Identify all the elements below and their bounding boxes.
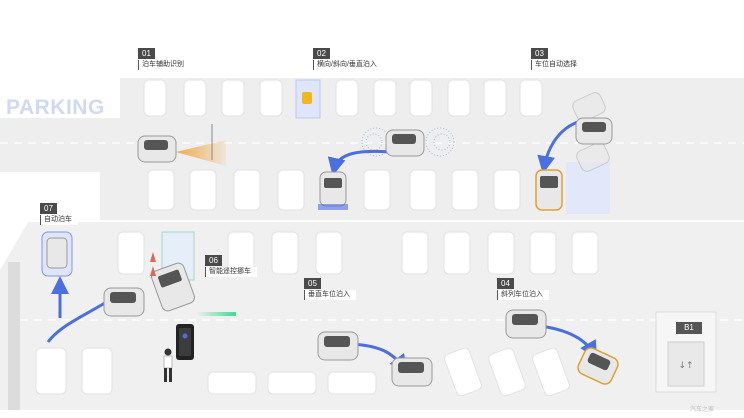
feature-number: 06: [205, 255, 222, 266]
feature-label-07: 07 自动泊车: [40, 203, 78, 225]
wheelchair-sign: [302, 92, 312, 104]
parking-brand: PARKING: [6, 96, 105, 119]
car-01: [137, 135, 177, 163]
feature-label-01: 01 泊车辅助识别: [138, 48, 190, 70]
feature-label-06: 06 智能遥控挪车: [205, 255, 257, 277]
car-06: [151, 262, 195, 312]
phone-remote: [176, 324, 194, 360]
feature-label-03: 03 车位自动选择: [531, 48, 583, 70]
slot-row-top: [143, 79, 543, 117]
cone-2: [150, 266, 156, 276]
person: [163, 348, 173, 382]
feature-label-05: 05 垂直车位泊入: [304, 278, 356, 300]
slot-row-middle: [147, 169, 521, 211]
remote-signal: [196, 312, 236, 316]
slot-row-lower-bottom: [35, 347, 570, 397]
feature-caption: 自动泊车: [40, 215, 78, 225]
feature-number: 07: [40, 203, 57, 214]
path-02: [327, 149, 393, 176]
car-05-parked: [391, 357, 433, 387]
feature-caption: 垂直车位泊入: [304, 290, 356, 300]
elevator-arrows: ↓↑: [678, 361, 693, 371]
elevator-door: [667, 341, 705, 387]
feature-number: 03: [531, 48, 548, 59]
car-04-parked: [577, 347, 619, 385]
car-02-parked: [318, 171, 348, 210]
feature-caption: 横向/斜向/垂直泊入: [313, 60, 383, 70]
feature-caption: 斜列车位泊入: [497, 290, 549, 300]
slot-row-lower-top: [117, 231, 599, 275]
feature-caption: 车位自动选择: [531, 60, 583, 70]
feature-number: 05: [304, 278, 321, 289]
feature-label-04: 04 斜列车位泊入: [497, 278, 549, 300]
car-02-moving: [385, 129, 425, 157]
car-07: [41, 231, 73, 277]
car-03: [575, 117, 613, 145]
feature-caption: 泊车辅助识别: [138, 60, 190, 70]
car-03-faded: [572, 92, 610, 172]
watermark: 汽车之家: [690, 407, 715, 413]
left-wall: [8, 262, 20, 410]
feature-caption: 智能遥控挪车: [205, 267, 257, 277]
sensor-beam: [176, 140, 226, 166]
car-07-moving: [103, 287, 145, 317]
feature-number: 01: [138, 48, 155, 59]
path-07: [46, 298, 111, 343]
car-05-moving: [317, 331, 359, 361]
car-04-moving: [505, 309, 547, 339]
car-03-parked: [535, 169, 563, 211]
feature-number: 04: [497, 278, 514, 289]
cone-1: [150, 252, 156, 262]
feature-number: 02: [313, 48, 330, 59]
feature-label-02: 02 横向/斜向/垂直泊入: [313, 48, 383, 70]
level-sign: B1: [676, 322, 702, 334]
